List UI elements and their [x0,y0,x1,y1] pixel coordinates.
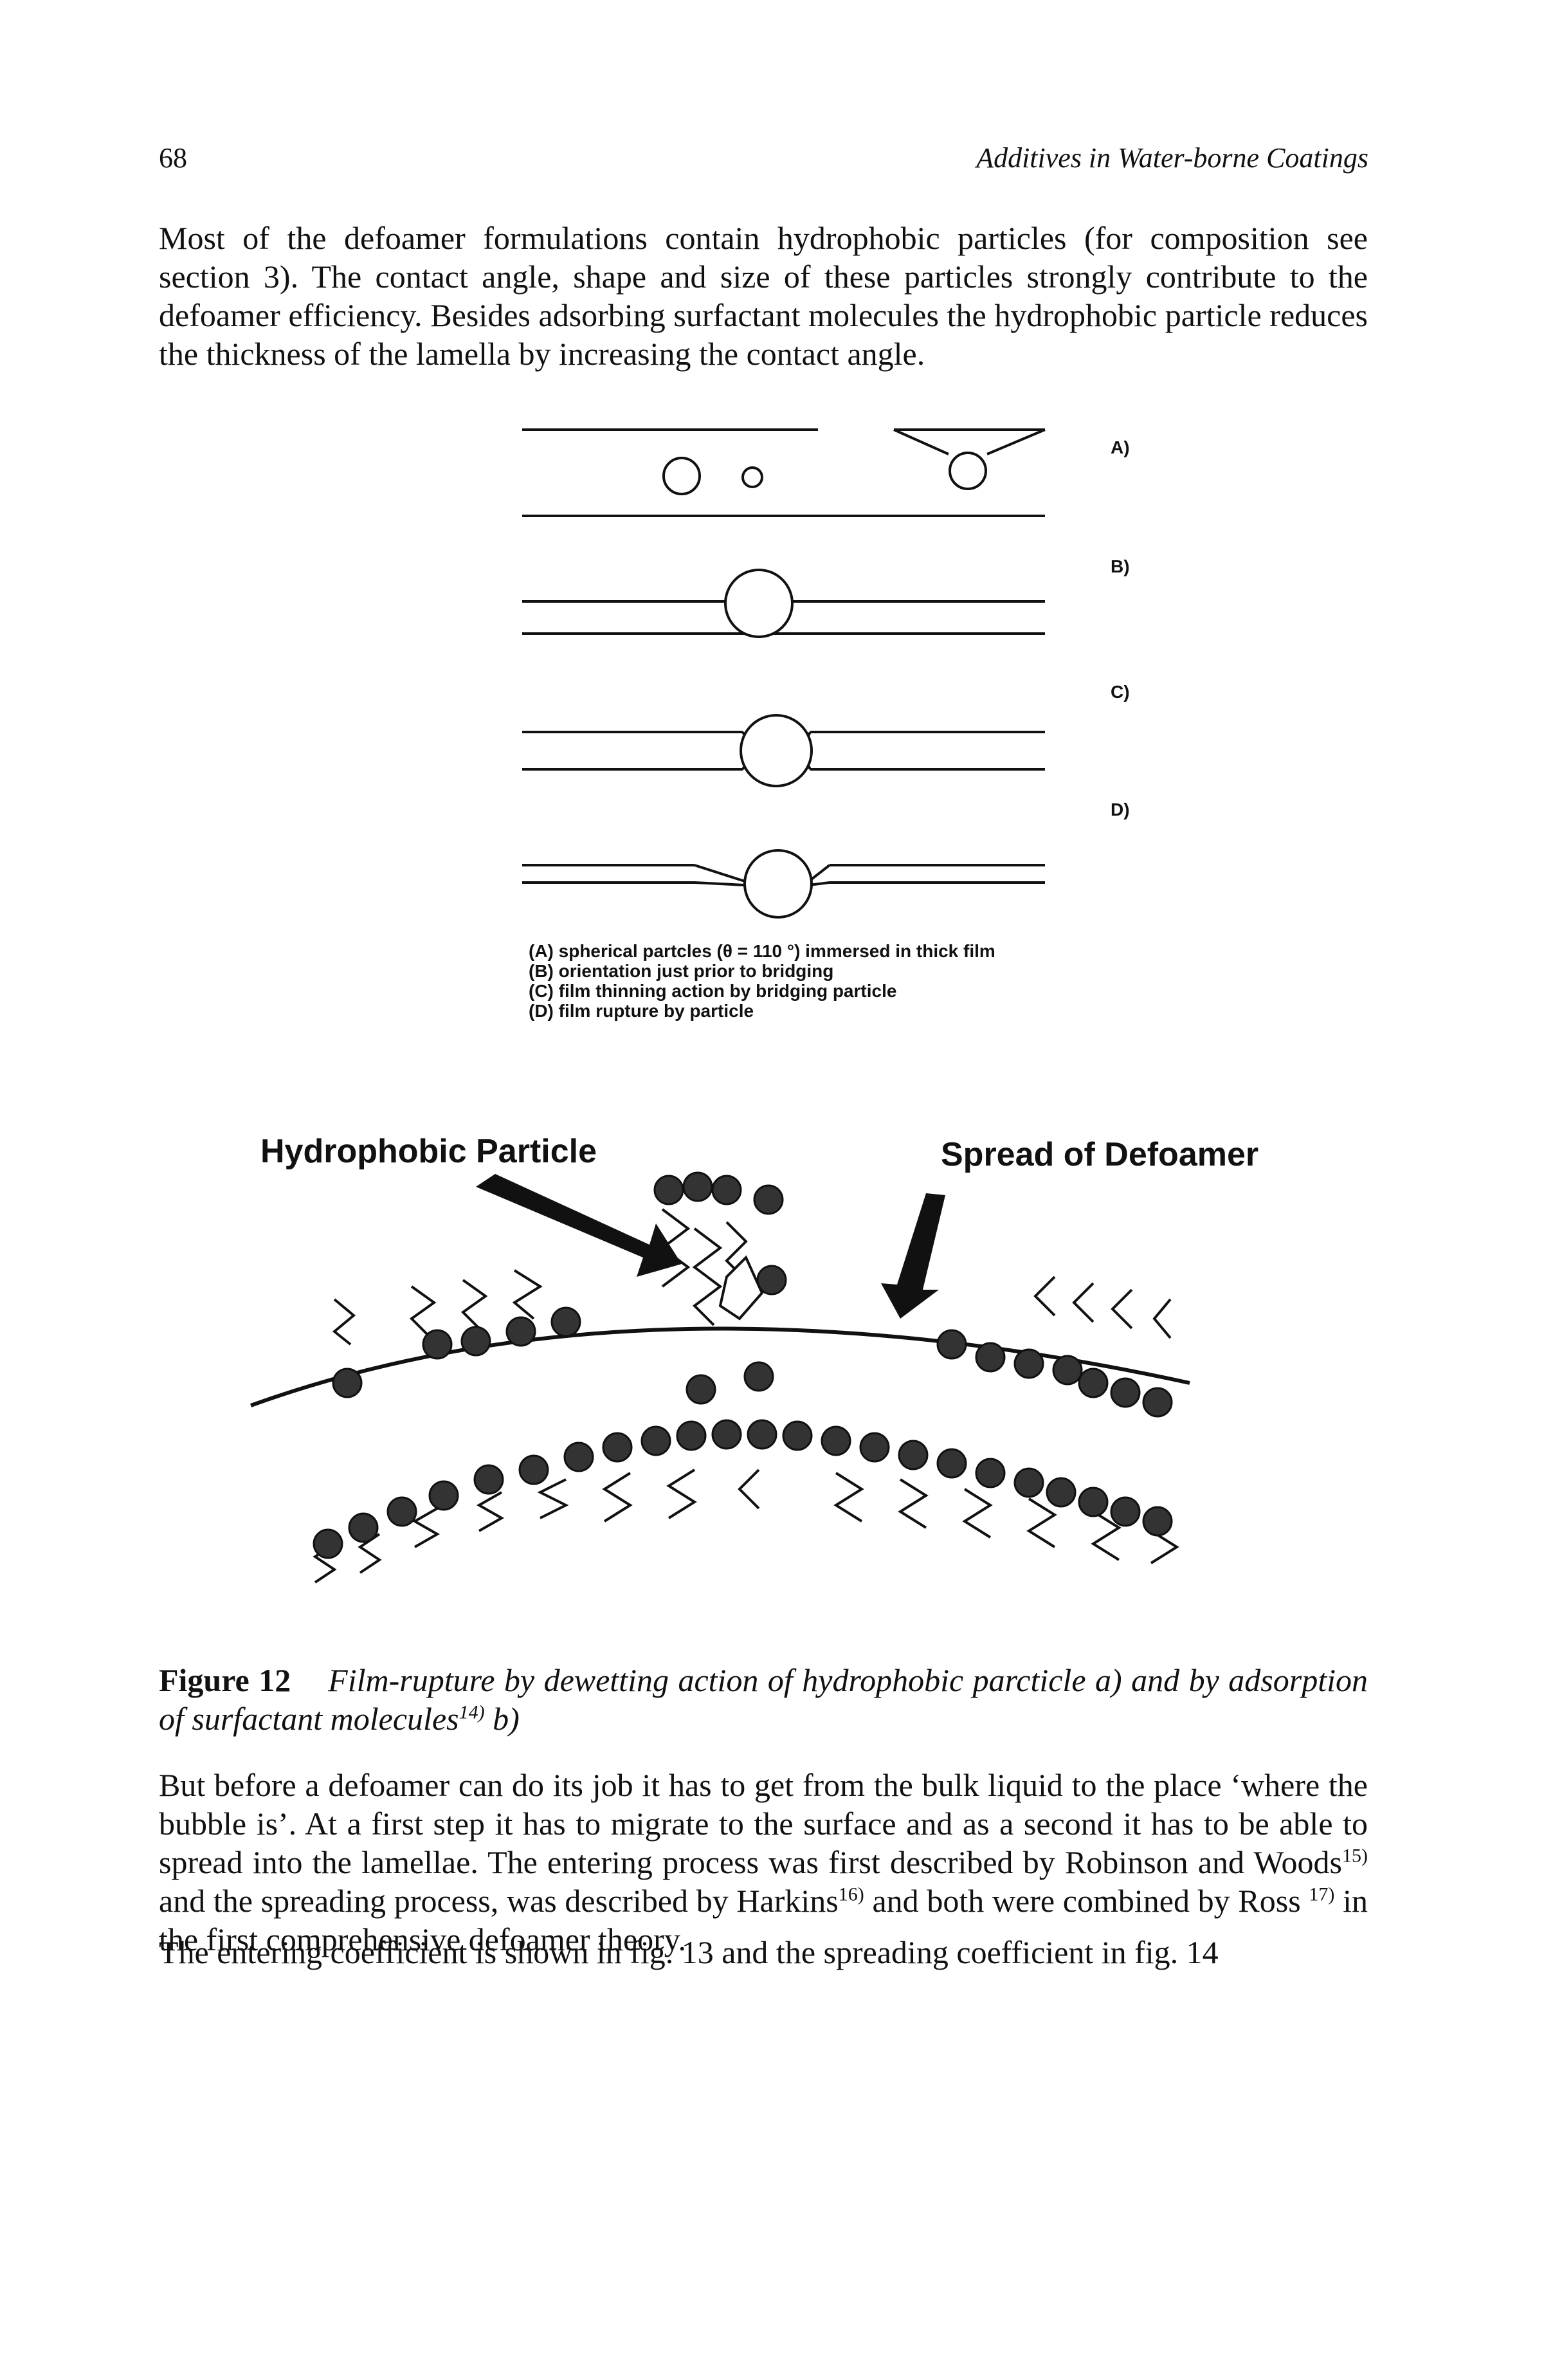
caption-reference: 14) [459,1701,485,1723]
figure-label: Figure 12 [159,1662,291,1698]
row-d-film [522,849,1045,919]
body-paragraph-2: But before a defoamer can do its job it … [159,1766,1368,1959]
page-number: 68 [159,142,187,174]
running-title: Additives in Water-borne Coatings [976,142,1368,174]
row-b-film [522,569,1045,638]
legend-item-a: (A) spherical partcles (θ = 110 °) immer… [529,941,995,961]
paragraph-text: and the spreading process, was described… [159,1883,839,1919]
paragraph-text: But before a defoamer can do its job it … [159,1767,1368,1880]
large-particle-icon [662,457,701,495]
legend-item-d: (D) film rupture by particle [529,1001,754,1021]
reference-16: 16) [838,1883,864,1905]
interface-curve [250,1326,1190,1407]
paragraph-text: in the first comprehensive defoamer theo… [159,1883,1368,1957]
row-label-b: B) [1111,556,1130,576]
row-label-c: C) [1111,682,1130,702]
large-particle-icon [949,452,987,490]
legend-item-b: (B) orientation just prior to bridging [529,961,834,981]
body-paragraph-3: The entering coefficient is shown in fig… [159,1934,1219,1970]
figure-panel-a [522,428,1046,919]
small-particle-icon [741,466,763,488]
figure-caption: Figure 12 Film-rupture by dewetting acti… [159,1661,1368,1738]
paragraph-text: and both were combined by Ross [864,1883,1309,1919]
figure-caption-text: Film-rupture by dewetting action of hydr… [159,1662,1368,1737]
particle-icon [724,569,794,638]
row-label-a: A) [1111,437,1130,457]
label-spread-of-defoamer: Spread of Defoamer [941,1136,1259,1173]
figure-caption-tail: b) [484,1701,520,1737]
legend-item-c: (C) film thinning action by bridging par… [529,981,897,1001]
arrow-icon [881,1193,945,1319]
figure-panel-b [250,1171,1190,1584]
rupturing-particle-icon [743,849,813,919]
body-paragraph-1: Most of the defoamer formulations contai… [159,220,1368,372]
row-c-film [522,714,1045,787]
hydrophobic-particle-icon [718,1255,764,1321]
bridging-particle-icon [740,714,813,787]
reference-15: 15) [1342,1845,1368,1867]
reference-17: 17) [1309,1883,1335,1905]
row-a-film [522,428,1046,517]
figure-legend: (A) spherical partcles (θ = 110 °) immer… [529,941,995,1021]
row-label-d: D) [1111,800,1130,819]
label-hydrophobic-particle: Hydrophobic Particle [260,1133,597,1170]
arrow-icon [476,1174,682,1277]
